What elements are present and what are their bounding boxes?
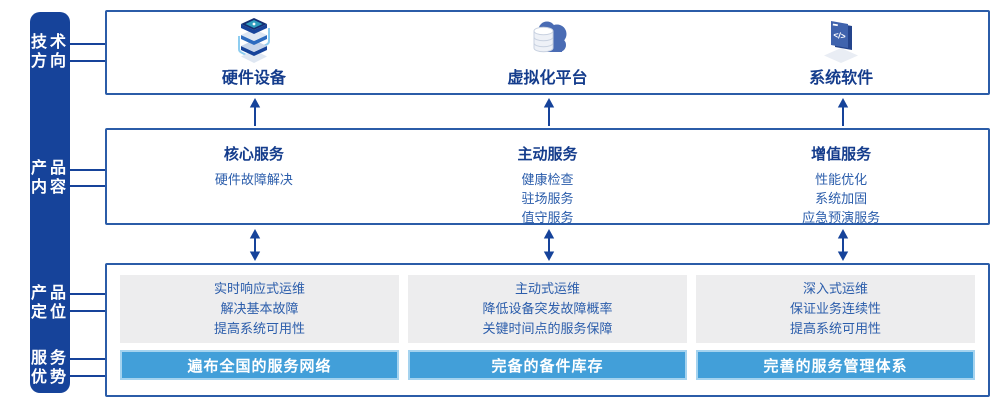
position-line: 实时响应式运维	[213, 281, 305, 296]
sidebar-label-line: 方向	[30, 53, 69, 70]
service-title: 增值服务	[811, 146, 872, 163]
connector-line	[66, 185, 107, 187]
category-sidebar: 技术 方向 产品 内容 产品 定位 服务 优势	[30, 12, 70, 393]
sidebar-label-line: 产品	[30, 160, 69, 177]
position-line: 提高系统可用性	[789, 321, 881, 336]
position-description: 深入式运维 保证业务连续性 提高系统可用性	[696, 275, 975, 343]
sidebar-label-line: 产品	[30, 285, 69, 302]
connector-line	[66, 310, 107, 312]
position-description: 实时响应式运维 解决基本故障 提高系统可用性	[120, 275, 399, 343]
arrow-up-icon	[248, 98, 262, 127]
service-col-active: 主动服务 健康检查 驻场服务 值守服务	[401, 130, 695, 225]
connector-line	[66, 60, 107, 62]
position-line: 保证业务连续性	[789, 301, 881, 316]
position-line: 深入式运维	[802, 281, 868, 296]
connector-line	[66, 43, 107, 45]
arrow-double-vertical-icon	[248, 229, 262, 261]
code-window-icon: </>	[817, 15, 865, 63]
connector-line	[66, 169, 107, 171]
tech-col-hardware: 硬件设备	[107, 12, 401, 93]
connector-line	[66, 293, 107, 295]
product-position-box: 实时响应式运维 解决基本故障 提高系统可用性 遍布全国的服务网络 主动式运维 降…	[105, 263, 990, 397]
svg-text:</>: </>	[833, 30, 847, 42]
advantage-banner: 完善的服务管理体系	[696, 350, 975, 380]
service-item: 性能优化	[815, 172, 868, 187]
tech-direction-box: 硬件设备 虚拟化平台	[105, 10, 990, 95]
tech-col-virtualization: 虚拟化平台	[401, 12, 695, 93]
arrow-up-icon	[836, 98, 850, 127]
arrow-up-icon	[542, 98, 556, 127]
service-item: 系统加固	[815, 191, 868, 206]
advantage-banner: 完备的备件库存	[408, 350, 687, 380]
server-stack-icon	[230, 15, 278, 63]
tech-col-system-software: </> 系统软件	[694, 12, 988, 93]
position-description: 主动式运维 降低设备突发故障概率 关键时间点的服务保障	[408, 275, 687, 343]
tech-label: 系统软件	[809, 70, 874, 87]
arrow-double-vertical-icon	[836, 229, 850, 261]
sidebar-label-line: 优势	[30, 369, 69, 386]
position-col-realtime: 实时响应式运维 解决基本故障 提高系统可用性 遍布全国的服务网络	[120, 275, 399, 380]
cloud-database-icon	[524, 15, 572, 63]
product-content-box: 核心服务 硬件故障解决 主动服务 健康检查 驻场服务 值守服务 增值服务 性能优…	[105, 128, 990, 225]
position-line: 关键时间点的服务保障	[482, 321, 613, 336]
sidebar-label-line: 定位	[30, 304, 69, 321]
sidebar-label-line: 技术	[30, 34, 69, 51]
sidebar-label-product-position: 产品 定位	[22, 284, 78, 322]
position-line: 提高系统可用性	[213, 321, 305, 336]
service-col-value-added: 增值服务 性能优化 系统加固 应急预演服务	[694, 130, 988, 225]
sidebar-label-tech-direction: 技术 方向	[22, 33, 78, 71]
tech-label: 硬件设备	[221, 70, 286, 87]
sidebar-label-product-content: 产品 内容	[22, 159, 78, 197]
position-line: 解决基本故障	[220, 301, 299, 316]
sidebar-label-line: 内容	[30, 179, 69, 196]
sidebar-label-service-advantage: 服务 优势	[22, 349, 78, 387]
service-item: 健康检查	[521, 172, 574, 187]
service-title: 核心服务	[223, 146, 284, 163]
service-item: 应急预演服务	[802, 210, 881, 225]
connector-line	[66, 375, 107, 377]
service-item: 硬件故障解决	[214, 172, 293, 187]
position-line: 主动式运维	[514, 281, 580, 296]
position-col-deep: 深入式运维 保证业务连续性 提高系统可用性 完善的服务管理体系	[696, 275, 975, 380]
service-item: 值守服务	[521, 210, 574, 225]
position-line: 降低设备突发故障概率	[482, 301, 613, 316]
advantage-banner: 遍布全国的服务网络	[120, 350, 399, 380]
connector-line	[66, 358, 107, 360]
sidebar-label-line: 服务	[30, 350, 69, 367]
service-item: 驻场服务	[521, 191, 574, 206]
service-title: 主动服务	[517, 146, 578, 163]
position-col-proactive: 主动式运维 降低设备突发故障概率 关键时间点的服务保障 完备的备件库存	[408, 275, 687, 380]
arrow-double-vertical-icon	[542, 229, 556, 261]
service-col-core: 核心服务 硬件故障解决	[107, 130, 401, 223]
tech-label: 虚拟化平台	[507, 70, 588, 87]
